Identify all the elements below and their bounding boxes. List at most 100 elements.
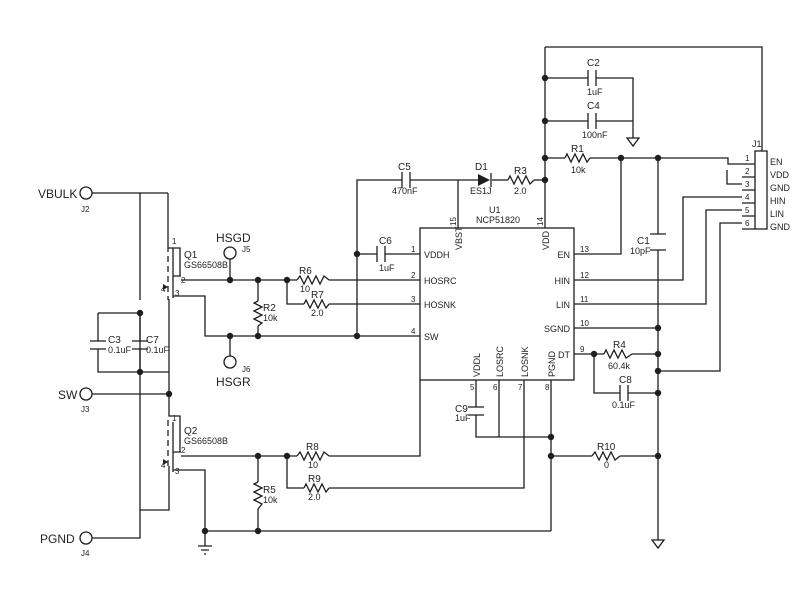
terminal-hsgr-ref: J6 [242, 365, 251, 374]
j1-pin-num: 1 [745, 154, 750, 163]
r9-ref: R9 [308, 474, 321, 485]
pin-vbst: VBST [454, 226, 464, 250]
c8-value: 0.1uF [612, 400, 636, 410]
capacitor-icon [90, 340, 106, 350]
terminal-hsgr[interactable] [223, 355, 237, 369]
c6-ref: C6 [379, 236, 392, 247]
pin-dt: DT [558, 350, 570, 360]
ic-part: NCP51820 [476, 215, 520, 225]
pin-num-en: 13 [580, 245, 589, 254]
pin-vddh: VDDH [424, 250, 450, 260]
resistor-icon [564, 152, 591, 164]
capacitor-icon [619, 385, 629, 401]
wires [92, 46, 763, 546]
c2-value: 1uF [587, 87, 603, 97]
capacitor-icon [468, 406, 484, 416]
junction-dots [136, 74, 662, 535]
pin-num-pgnd: 8 [545, 383, 550, 392]
pin-losnk: LOSNK [520, 346, 530, 377]
earth-ground-icon [198, 545, 212, 555]
r1-ref: R1 [571, 144, 584, 155]
r3-ref: R3 [514, 166, 527, 177]
connector-j1: J1 1 2 3 4 5 6 EN VDD GND HIN LIN GND [742, 139, 791, 232]
c9-value: 1uF [455, 413, 471, 423]
c5-ref: C5 [398, 162, 411, 173]
ic-ref: U1 [489, 205, 501, 215]
resistor-icon [603, 348, 633, 360]
terminal-pgnd[interactable] [79, 531, 93, 545]
j1-pin-label: GND [770, 183, 791, 193]
capacitor-icon [587, 113, 597, 129]
terminal-hsgd[interactable] [223, 246, 237, 260]
resistor-icon [591, 450, 621, 462]
pin-num-vddl: 5 [470, 383, 475, 392]
j1-pin-num: 6 [745, 219, 750, 228]
capacitor-icon [650, 233, 666, 251]
capacitor-icon [132, 340, 148, 350]
j1-pin-label: GND [770, 222, 791, 232]
pin-hin: HIN [555, 276, 571, 286]
r8-ref: R8 [306, 442, 319, 453]
d1-part: ES1J [470, 186, 492, 196]
terminals: VBULK J2 SW J3 PGND J4 HSGD J5 HSGR J6 [38, 186, 251, 558]
r2-value: 10k [263, 313, 278, 323]
capacitor-icon [401, 172, 411, 188]
pin-num-losrc: 6 [493, 383, 498, 392]
resistor-icon [296, 274, 330, 286]
r1-value: 10k [571, 165, 586, 175]
resistor-icon [303, 298, 330, 310]
terminal-sw[interactable] [79, 387, 93, 401]
resistors: R1 10k R2 10k R3 2.0 R4 60.4k R5 10k R6 … [252, 144, 633, 510]
ic-body [419, 227, 575, 381]
r6-value: 10 [300, 284, 310, 294]
c5-value: 470nF [392, 186, 418, 196]
r7-ref: R7 [311, 290, 324, 301]
ground-icon [625, 137, 641, 148]
r6-ref: R6 [299, 266, 312, 277]
pin-hosnk: HOSNK [424, 300, 456, 310]
q2-ref: Q2 [184, 426, 198, 437]
r5-ref: R5 [263, 485, 276, 496]
terminal-vbulk-label: VBULK [38, 187, 77, 201]
diode-d1: D1 ES1J [470, 162, 492, 196]
resistor-icon [252, 481, 264, 510]
j1-pin-num: 4 [745, 193, 750, 202]
c3-value: 0.1uF [108, 345, 132, 355]
q1-pin: 1 [172, 237, 177, 246]
connector-body [754, 150, 768, 230]
terminal-vbulk[interactable] [79, 186, 93, 200]
pin-hosrc: HOSRC [424, 276, 457, 286]
pin-num-vddh: 1 [411, 245, 416, 254]
pin-num-sgnd: 10 [580, 319, 589, 328]
capacitor-icon [587, 70, 597, 86]
pin-num-hosnk: 3 [411, 295, 416, 304]
r4-ref: R4 [613, 340, 626, 351]
r9-value: 2.0 [308, 492, 321, 502]
resistor-icon [296, 450, 330, 462]
diode-icon [478, 174, 490, 186]
q2-part: GS66508B [184, 436, 228, 446]
r2-ref: R2 [263, 303, 276, 314]
q1-pin: 2 [181, 276, 186, 285]
transistor-q1: Q1 GS66508B 1 2 3 4 [161, 237, 228, 300]
q1-pin: 4 [161, 285, 166, 294]
terminal-sw-ref: J3 [81, 405, 90, 414]
j1-pin-label: EN [770, 157, 783, 167]
transistor-q2: Q2 GS66508B 1 2 3 4 [161, 414, 228, 476]
j1-pin-num: 3 [745, 180, 750, 189]
ic-u1: U1 NCP51820 VDDH 1 HOSRC 2 HOSNK 3 SW 4 … [411, 205, 589, 392]
terminal-pgnd-label: PGND [40, 532, 75, 546]
q2-pin: 3 [175, 467, 180, 476]
pin-num-hosrc: 2 [411, 271, 416, 280]
r4-value: 60.4k [608, 361, 631, 371]
r5-value: 10k [263, 495, 278, 505]
j1-pin-num: 5 [745, 206, 750, 215]
c3-ref: C3 [108, 335, 121, 346]
terminal-hsgd-ref: J5 [242, 245, 251, 254]
c4-value: 100nF [582, 130, 608, 140]
ground-icon [650, 539, 666, 550]
j1-pin-num: 2 [745, 167, 750, 176]
j1-pin-label: HIN [770, 196, 786, 206]
c9-ref: C9 [455, 404, 468, 415]
